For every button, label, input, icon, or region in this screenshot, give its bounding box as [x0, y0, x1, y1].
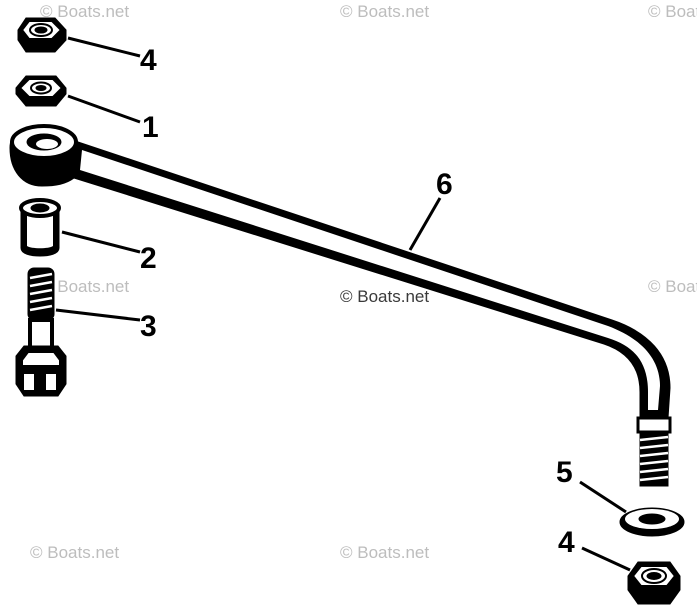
part-nut-top	[17, 17, 67, 53]
callout-nut-top: 4	[140, 44, 157, 77]
watermark-center: © Boats.net	[340, 287, 429, 306]
watermark-top-right: © Boats.net	[648, 2, 697, 21]
watermark-bottom-center: © Boats.net	[340, 543, 429, 562]
watermark-top-left: © Boats.net	[40, 2, 129, 21]
tie-bar-thread	[639, 431, 669, 487]
leader-nut-top	[67, 36, 141, 58]
leader-washer-top	[67, 94, 141, 124]
watermark-bottom-left: © Boats.net	[30, 543, 119, 562]
watermark-mid-left: © Boats.net	[40, 277, 129, 296]
part-washer-bottom	[619, 507, 685, 537]
watermark-top-center: © Boats.net	[340, 2, 429, 21]
part-bolt	[15, 267, 67, 397]
watermark-mid-right: © Boats.net	[648, 277, 697, 296]
callout-bolt: 3	[140, 310, 157, 343]
callout-washer-bottom: 5	[556, 456, 573, 489]
leader-bolt	[55, 308, 141, 322]
watermark-layer: © Boats.net © Boats.net © Boats.net © Bo…	[30, 2, 697, 562]
part-nut-bottom	[627, 561, 681, 605]
part-tie-bar	[9, 124, 672, 487]
leader-nut-bottom	[581, 546, 631, 572]
leader-tie-bar	[408, 197, 442, 251]
leader-bushing	[61, 230, 141, 254]
callout-tie-bar: 6	[436, 168, 453, 201]
leader-lines	[55, 36, 631, 572]
leader-washer-bottom	[579, 480, 627, 514]
callout-layer: 4 1 2 3 6 5 4	[140, 44, 575, 559]
callout-washer-top: 1	[142, 111, 159, 144]
callout-nut-bottom: 4	[558, 526, 575, 559]
callout-bushing: 2	[140, 242, 157, 275]
part-bushing	[19, 198, 61, 257]
part-washer-top	[15, 75, 67, 107]
